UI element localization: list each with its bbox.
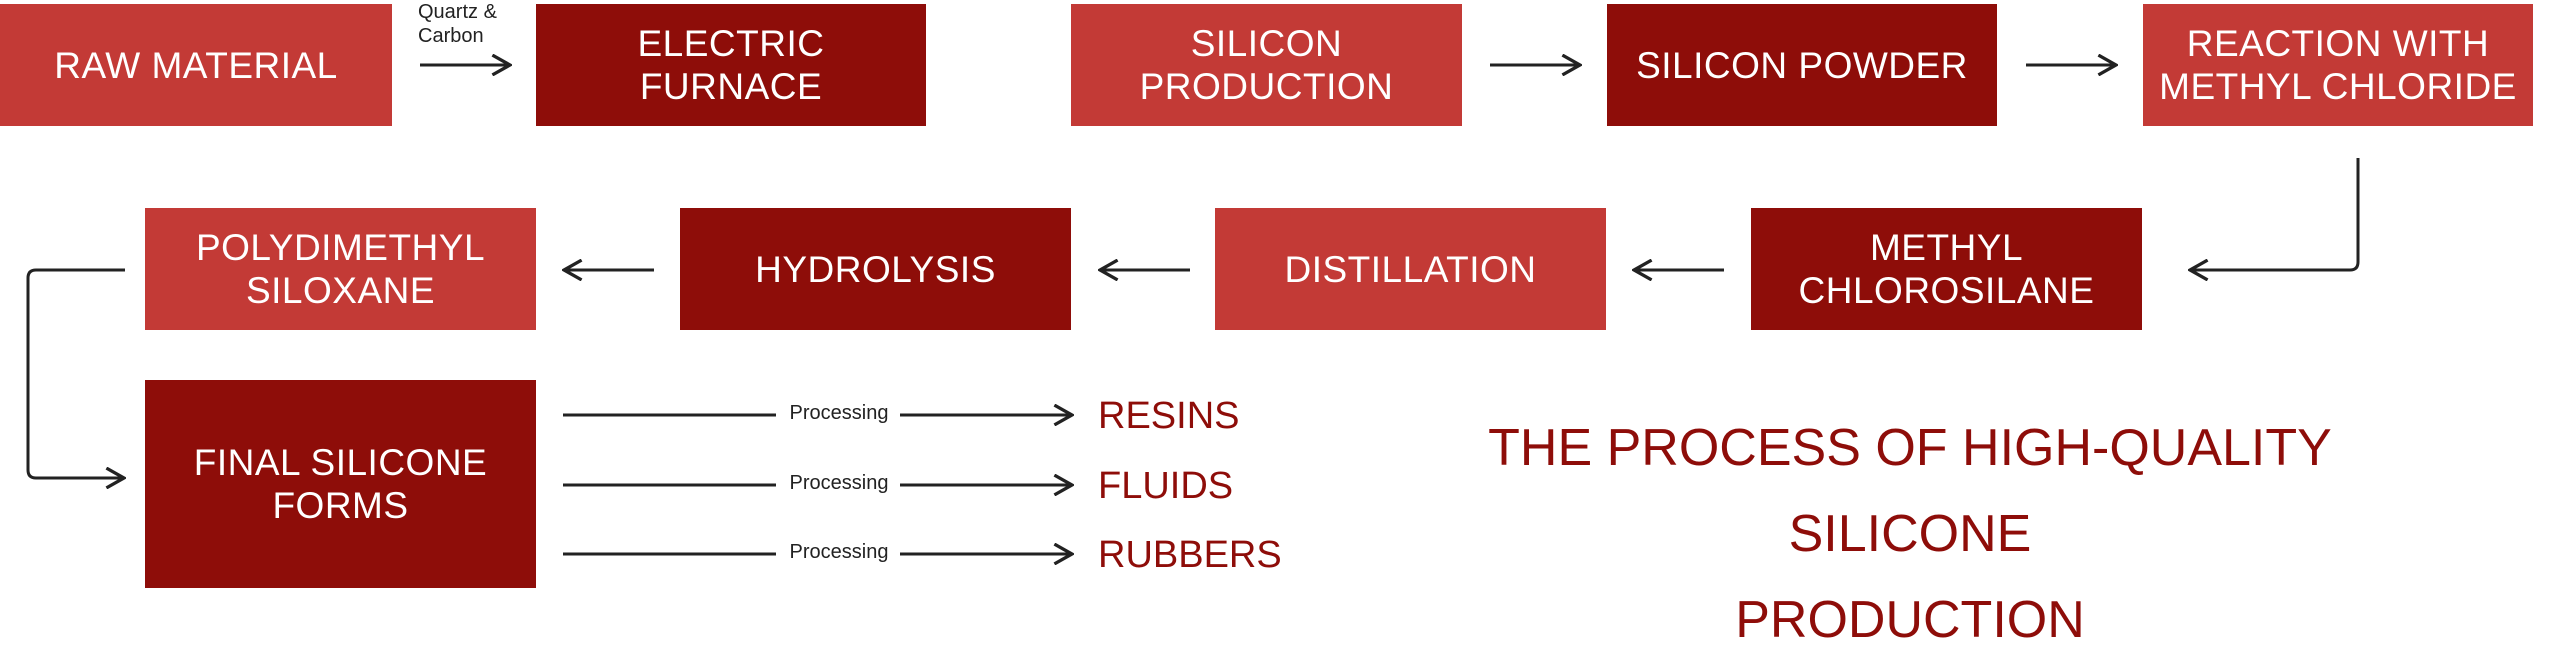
node-reaction-methyl-chloride: REACTION WITH METHYL CHLORIDE xyxy=(2143,4,2533,126)
output-fluids: FLUIDS xyxy=(1098,465,1234,507)
connector-layer xyxy=(26,0,2360,588)
edge-label-processing-1: Processing xyxy=(789,402,889,424)
output-rubbers: RUBBERS xyxy=(1098,534,1282,576)
node-silicon-production: SILICON PRODUCTION xyxy=(1071,4,1462,126)
node-silicon-powder: SILICON POWDER xyxy=(1607,4,1997,126)
edge-label-processing-2: Processing xyxy=(789,472,889,494)
node-distillation: DISTILLATION xyxy=(1215,208,1606,330)
node-methyl-chlorosilane: METHYL CHLOROSILANE xyxy=(1751,208,2142,330)
node-electric-furnace: ELECTRIC FURNACE xyxy=(536,4,926,126)
node-final-silicone-forms: FINAL SILICONE FORMS xyxy=(145,380,536,588)
arrow-siloxane-to-final xyxy=(26,268,125,478)
edge-label-quartz-carbon: Quartz & Carbon xyxy=(418,1,497,47)
output-resins: RESINS xyxy=(1098,395,1240,437)
arrow-reaction-to-chlorosilane xyxy=(2190,158,2360,270)
diagram-title: THE PROCESS OF HIGH-QUALITY SILICONE PRO… xyxy=(1488,419,2332,649)
node-raw-material: RAW MATERIAL xyxy=(0,4,392,126)
node-polydimethyl-siloxane: POLYDIMETHYL SILOXANE xyxy=(145,208,536,330)
node-hydrolysis: HYDROLYSIS xyxy=(680,208,1071,330)
edge-label-processing-3: Processing xyxy=(789,541,889,563)
